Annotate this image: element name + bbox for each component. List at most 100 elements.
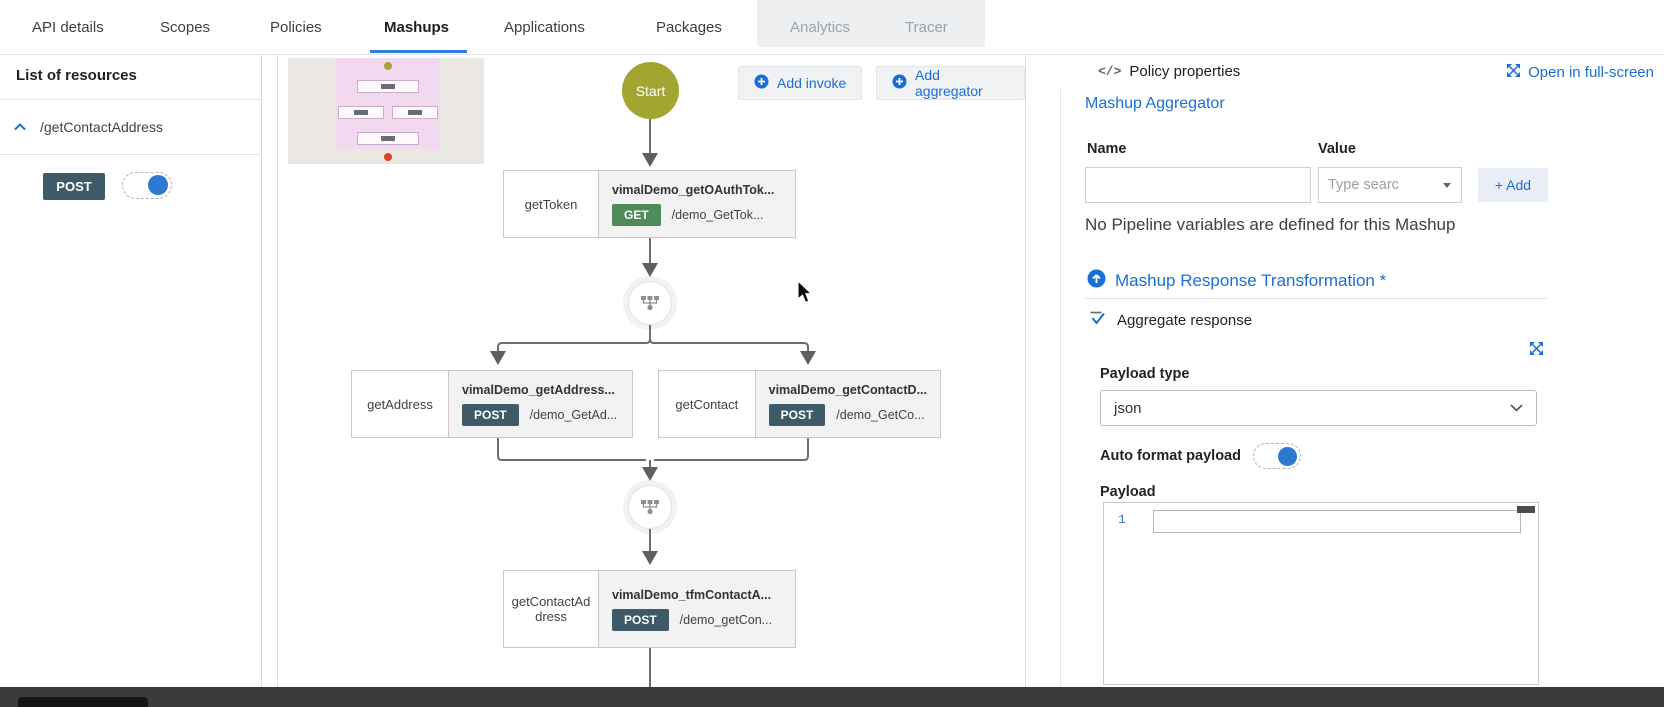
canvas-minimap[interactable]: [288, 58, 484, 164]
minimap-node: [392, 106, 438, 119]
tab-packages[interactable]: Packages: [656, 18, 722, 36]
disabled-tabs-background: [757, 0, 985, 47]
value-combo: [1318, 167, 1462, 203]
flow-node-getaddress[interactable]: getAddress vimalDemo_getAddress... POST …: [351, 370, 633, 438]
dropdown-arrow-icon[interactable]: [1443, 182, 1451, 188]
open-fullscreen-link[interactable]: Open in full-screen: [1506, 63, 1654, 82]
panel-title: Policy properties: [1129, 63, 1241, 80]
flow-node-getcontactaddress[interactable]: getContactAddress vimalDemo_tfmContactA.…: [503, 570, 796, 648]
panel-header: </> Policy properties: [1098, 63, 1240, 80]
node-service: vimalDemo_getOAuthTok...: [612, 182, 775, 197]
node-detail: vimalDemo_tfmContactA... POST /demo_getC…: [599, 571, 795, 647]
editor-scrollbar-thumb[interactable]: [1517, 506, 1535, 513]
tab-policies[interactable]: Policies: [270, 18, 322, 36]
minimap-end-dot: [384, 153, 392, 161]
node-detail: vimalDemo_getContactD... POST /demo_GetC…: [755, 371, 940, 437]
expand-editor-icon[interactable]: [1529, 341, 1544, 361]
payload-editor[interactable]: 1: [1103, 502, 1539, 685]
node-name: getToken: [504, 171, 599, 237]
minimap-node: [357, 80, 419, 93]
mashup-flow-canvas[interactable]: Start Add invoke Add aggregator getToken…: [277, 55, 1026, 687]
node-path: /demo_getCon...: [679, 612, 773, 627]
payload-type-label: Payload type: [1100, 366, 1190, 382]
open-fullscreen-label: Open in full-screen: [1528, 64, 1654, 81]
value-search-input[interactable]: [1319, 177, 1443, 193]
node-name: getAddress: [352, 371, 449, 437]
aggregator-icon: [641, 296, 659, 311]
aggregate-response-label: Aggregate response: [1117, 312, 1253, 329]
resource-method-row: POST: [0, 155, 262, 211]
flow-node-getcontact[interactable]: getContact vimalDemo_getContactD... POST…: [658, 370, 941, 438]
node-detail: vimalDemo_getAddress... POST /demo_GetAd…: [449, 371, 632, 437]
payload-type-value: json: [1114, 399, 1142, 417]
add-invoke-label: Add invoke: [777, 75, 847, 91]
tab-scopes[interactable]: Scopes: [160, 18, 211, 36]
name-label: Name: [1087, 141, 1127, 157]
add-variable-button[interactable]: + Add: [1478, 168, 1548, 202]
bottom-bar: [0, 687, 1664, 707]
toggle-knob: [1277, 446, 1297, 466]
mouse-cursor: [793, 279, 814, 310]
add-invoke-button[interactable]: Add invoke: [738, 66, 863, 100]
node-path: /demo_GetTok...: [671, 207, 764, 222]
flow-node-gettoken[interactable]: getToken vimalDemo_getOAuthTok... GET /d…: [503, 170, 796, 238]
chevron-up-icon[interactable]: [14, 118, 26, 136]
minimap-node: [357, 132, 419, 145]
get-method-badge: GET: [612, 203, 661, 226]
resource-item-getcontactaddress[interactable]: /getContactAddress: [0, 100, 262, 154]
auto-format-label: Auto format payload: [1100, 448, 1241, 464]
mashup-aggregator-title: Mashup Aggregator: [1085, 95, 1225, 112]
node-name: getContact: [659, 371, 756, 437]
code-icon: </>: [1098, 64, 1122, 79]
tab-tracer: Tracer: [905, 18, 948, 36]
add-aggregator-button[interactable]: Add aggregator: [876, 66, 1025, 100]
payload-label: Payload: [1100, 484, 1156, 500]
node-name: getContactAddress: [504, 571, 599, 647]
value-label: Value: [1318, 141, 1356, 157]
resources-sidebar: List of resources /getContactAddress POS…: [0, 55, 262, 687]
minimap-start-dot: [384, 62, 392, 70]
node-path: /demo_GetAd...: [529, 407, 618, 422]
plus-circle-icon: [892, 74, 907, 92]
auto-format-row: Auto format payload: [1100, 443, 1301, 469]
divider: [1085, 298, 1547, 299]
editor-active-line[interactable]: [1153, 510, 1521, 533]
post-method-badge: POST: [43, 173, 105, 200]
transformation-title: Mashup Response Transformation *: [1115, 271, 1387, 290]
tab-applications[interactable]: Applications: [504, 18, 585, 36]
add-aggregator-label: Add aggregator: [915, 67, 983, 99]
policy-properties-panel: </> Policy properties Open in full-scree…: [1043, 55, 1664, 687]
name-input[interactable]: [1085, 167, 1311, 203]
plus-circle-icon: [754, 74, 769, 92]
tab-analytics: Analytics: [790, 18, 851, 36]
editor-line-number: 1: [1118, 512, 1126, 527]
card-left-border: [1060, 89, 1061, 687]
tab-bar: API details Scopes Policies Mashups Appl…: [0, 0, 1664, 55]
post-method-badge: POST: [612, 608, 669, 631]
aggregate-response-row: Aggregate response: [1089, 310, 1252, 331]
no-variables-message: No Pipeline variables are defined for th…: [1085, 215, 1456, 234]
aggregator-icon: [641, 500, 659, 515]
node-service: vimalDemo_getContactD...: [768, 382, 927, 397]
bottom-bar-chip: [18, 697, 148, 707]
method-enable-toggle[interactable]: [122, 172, 172, 199]
resource-path-label: /getContactAddress: [40, 119, 163, 135]
aggregator-node[interactable]: [628, 485, 672, 529]
start-node[interactable]: Start: [622, 62, 679, 119]
auto-format-toggle[interactable]: [1252, 443, 1301, 469]
payload-type-select[interactable]: json: [1100, 390, 1537, 426]
tab-mashups[interactable]: Mashups: [384, 18, 450, 36]
node-service: vimalDemo_getAddress...: [462, 382, 615, 397]
transformation-header[interactable]: Mashup Response Transformation *: [1087, 269, 1386, 293]
arrow-up-circle-icon: [1087, 269, 1106, 293]
checkbox-checked-icon[interactable]: [1089, 310, 1107, 331]
tab-api-details[interactable]: API details: [32, 18, 104, 36]
post-method-badge: POST: [768, 403, 826, 426]
aggregator-node[interactable]: [628, 281, 672, 325]
sidebar-title: List of resources: [16, 67, 137, 84]
node-detail: vimalDemo_getOAuthTok... GET /demo_GetTo…: [599, 171, 795, 237]
divider: [0, 99, 262, 100]
divider: [0, 154, 262, 155]
chevron-down-icon: [1510, 399, 1523, 417]
